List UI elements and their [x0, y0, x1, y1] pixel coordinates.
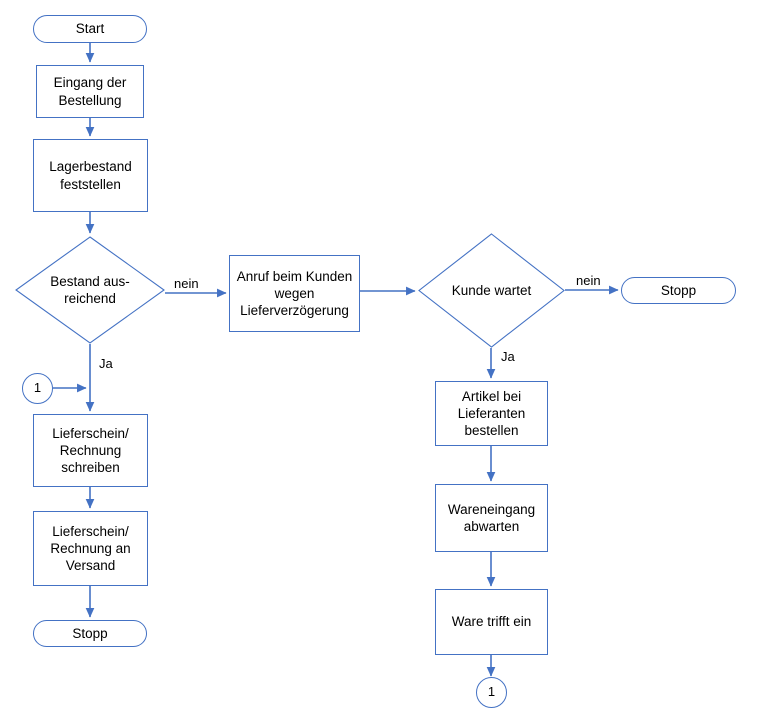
- edge-label-bestand-nein: nein: [174, 276, 199, 291]
- node-kunde-wartet-label: Kunde wartet: [451, 282, 532, 298]
- node-eingang-der-bestellung[interactable]: Eingang der Bestellung: [36, 65, 144, 118]
- node-stopp-links[interactable]: Stopp: [33, 620, 147, 647]
- edge-label-bestand-ja: Ja: [99, 356, 113, 371]
- node-bestand-ausreichend[interactable]: Bestand aus-reichend: [15, 236, 165, 344]
- node-anruf-beim-kunden-label: Anruf beim Kunden wegen Lieferverzögerun…: [236, 268, 353, 319]
- diamond-shape: [15, 236, 165, 344]
- node-wareneingang-abwarten[interactable]: Wareneingang abwarten: [435, 484, 548, 552]
- node-wareneingang-abwarten-label: Wareneingang abwarten: [447, 501, 536, 534]
- node-bestand-ausreichend-label: Bestand aus-reichend: [50, 273, 130, 306]
- node-start[interactable]: Start: [33, 15, 147, 43]
- node-kunde-wartet[interactable]: Kunde wartet: [418, 233, 565, 348]
- node-lieferschein-rechnung-an-versand-label: Lieferschein/ Rechnung an Versand: [50, 523, 131, 574]
- node-anruf-beim-kunden[interactable]: Anruf beim Kunden wegen Lieferverzögerun…: [229, 255, 360, 332]
- node-stopp-links-label: Stopp: [72, 625, 108, 641]
- diamond-shape: [418, 233, 565, 348]
- node-ware-trifft-ein-label: Ware trifft ein: [451, 614, 532, 630]
- node-lagerbestand-feststellen[interactable]: Lagerbestand feststellen: [33, 139, 148, 212]
- node-connector-links[interactable]: 1: [22, 373, 53, 404]
- node-stopp-rechts-label: Stopp: [660, 282, 697, 298]
- node-eingang-der-bestellung-label: Eingang der Bestellung: [53, 75, 127, 108]
- node-connector-unten-label: 1: [487, 684, 496, 700]
- node-lieferschein-rechnung-schreiben-label: Lieferschein/ Rechnung schreiben: [52, 425, 129, 476]
- node-stopp-rechts[interactable]: Stopp: [621, 277, 736, 304]
- node-artikel-bei-lieferanten-bestellen-label: Artikel bei Lieferanten bestellen: [457, 388, 526, 439]
- edge-label-kunde-nein: nein: [576, 273, 601, 288]
- node-connector-links-label: 1: [33, 380, 42, 396]
- node-artikel-bei-lieferanten-bestellen[interactable]: Artikel bei Lieferanten bestellen: [435, 381, 548, 446]
- node-start-label: Start: [75, 21, 105, 37]
- node-lieferschein-rechnung-an-versand[interactable]: Lieferschein/ Rechnung an Versand: [33, 511, 148, 586]
- node-lieferschein-rechnung-schreiben[interactable]: Lieferschein/ Rechnung schreiben: [33, 414, 148, 487]
- node-connector-unten[interactable]: 1: [476, 677, 507, 708]
- node-lagerbestand-feststellen-label: Lagerbestand feststellen: [49, 159, 132, 192]
- node-ware-trifft-ein[interactable]: Ware trifft ein: [435, 589, 548, 655]
- edge-label-kunde-ja: Ja: [501, 349, 515, 364]
